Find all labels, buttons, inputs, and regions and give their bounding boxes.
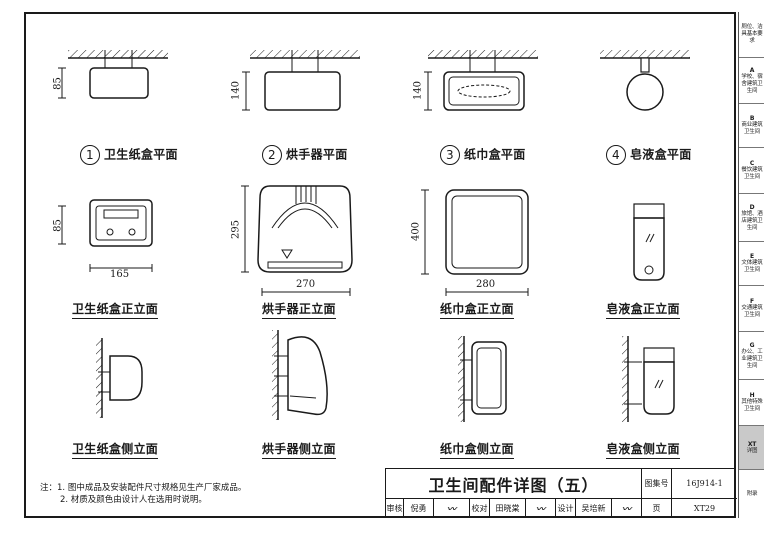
toilet-paper-box-front-elevation [58, 199, 153, 272]
side-3-caption: 纸巾盒侧立面 [440, 440, 514, 459]
tab-basic-requirements[interactable]: 厕位、洁具基本要求 [739, 12, 764, 58]
side-4-caption: 皂液盒侧立面 [606, 440, 680, 459]
front-4-caption: 皂液盒正立面 [606, 300, 680, 319]
front-3-caption: 纸巾盒正立面 [440, 300, 514, 319]
toilet-paper-box-plan [58, 50, 168, 99]
dim-plan-1: 85 [52, 77, 64, 90]
drawing-title: 卫生间配件详图（五） [386, 469, 642, 499]
front-1-caption: 卫生纸盒正立面 [72, 300, 159, 319]
designer-name: 吴培新 [576, 499, 612, 517]
soap-box-front-elevation [633, 203, 665, 281]
atlas-no-label: 图集号 [642, 469, 672, 499]
dim-front-3-width: 280 [476, 279, 496, 290]
page-label: 页 [642, 499, 672, 517]
proofer-signature: 〰 [526, 499, 556, 517]
designer-signature: 〰 [612, 499, 642, 517]
toilet-paper-box-side-elevation [96, 338, 143, 418]
hand-dryer-front-elevation [241, 185, 353, 296]
detail-number-1: 1 [80, 145, 100, 165]
review-label: 审核 [386, 499, 404, 517]
soap-box-side-elevation [622, 336, 675, 422]
dim-front-1-width: 165 [110, 269, 130, 280]
side-2-caption: 烘手器侧立面 [262, 440, 336, 459]
title-block: 卫生间配件详图（五） 图集号 16J914-1 审核 倪勇 〰 校对 田晓棠 〰… [385, 468, 737, 517]
proofer-name: 田晓棠 [490, 499, 526, 517]
reviewer-signature: 〰 [434, 499, 470, 517]
tissue-box-side-elevation [458, 336, 507, 422]
note-2: 2. 材质及颜色由设计人在选用时说明。 [60, 495, 207, 505]
notes-prefix: 注： [40, 483, 58, 493]
detail-number-4: 4 [606, 145, 626, 165]
tissue-box-plan [424, 50, 538, 111]
hand-dryer-side-elevation [272, 330, 328, 420]
drawing-notes: 注：1. 图中成品及安装配件尺寸规格见生产厂家成品。 2. 材质及颜色由设计人在… [40, 482, 246, 506]
tissue-box-front-elevation [421, 189, 529, 296]
reviewer-name: 倪勇 [404, 499, 434, 517]
detail-number-3: 3 [440, 145, 460, 165]
atlas-no: 16J914-1 [672, 469, 737, 499]
page-number: XT29 [693, 503, 716, 513]
dim-front-2-width: 270 [296, 279, 316, 290]
dim-front-2-height: 295 [230, 219, 242, 240]
proof-label: 校对 [470, 499, 490, 517]
dim-plan-3: 140 [412, 80, 424, 101]
dim-plan-2: 140 [230, 80, 242, 101]
hand-dryer-plan [242, 50, 360, 111]
side-1-caption: 卫生纸盒侧立面 [72, 440, 159, 459]
soap-box-plan [600, 50, 690, 111]
tab-appendix[interactable]: 附录 [746, 490, 758, 497]
design-label: 设计 [556, 499, 576, 517]
front-2-caption: 烘手器正立面 [262, 300, 336, 319]
note-1: 1. 图中成品及安装配件尺寸规格见生产厂家成品。 [57, 483, 247, 493]
dim-front-1-height: 85 [52, 219, 64, 232]
dim-front-3-height: 400 [410, 221, 422, 242]
detail-number-2: 2 [262, 145, 282, 165]
